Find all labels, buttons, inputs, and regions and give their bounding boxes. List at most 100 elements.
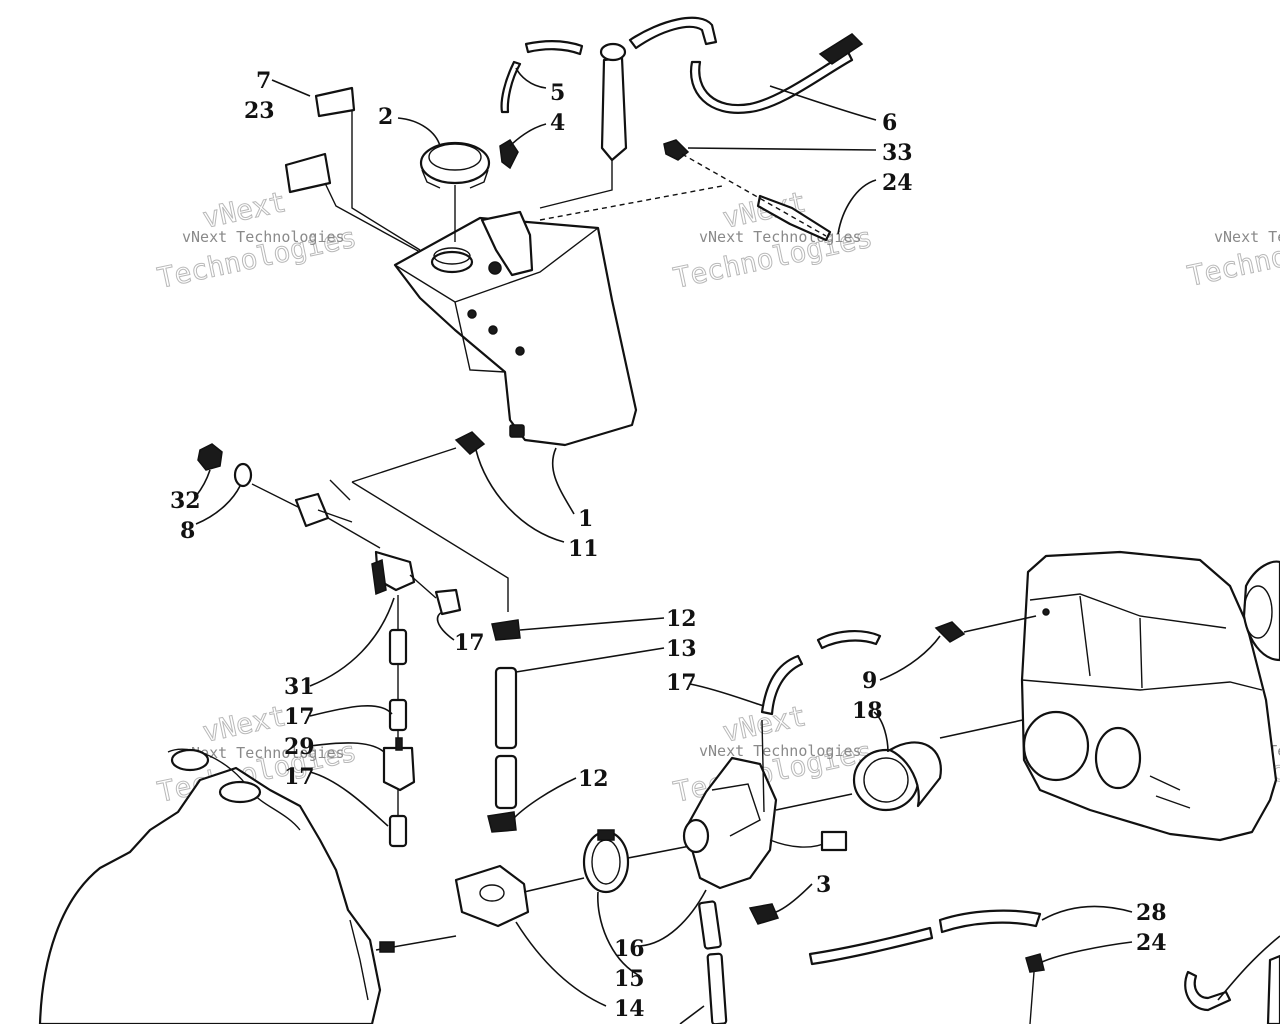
filler-neck bbox=[430, 250, 474, 274]
hose-6-top bbox=[628, 16, 718, 50]
hose-6-connector bbox=[818, 33, 864, 65]
callout-6: 6 bbox=[882, 110, 897, 136]
mount-line bbox=[539, 185, 723, 221]
callout-labels: 7 23 2 5 4 6 33 24 1 11 32 8 17 12 13 17… bbox=[170, 68, 1167, 1022]
tank-fitting bbox=[488, 261, 502, 275]
watermark-text: vNext Technologies bbox=[182, 228, 345, 246]
filter-nipple bbox=[395, 737, 403, 751]
oil-tank-assembly bbox=[284, 16, 864, 447]
watermark-big: vNext bbox=[200, 699, 289, 749]
leader-18 bbox=[873, 711, 889, 753]
hose-31 bbox=[388, 628, 408, 666]
callout-17-mid: 17 bbox=[284, 704, 315, 730]
part-edge-right bbox=[1266, 954, 1280, 1024]
hose-17-lower bbox=[388, 814, 408, 848]
leader-3 bbox=[775, 883, 813, 913]
leader-17-valve bbox=[436, 611, 455, 641]
tank-front-edge bbox=[454, 301, 506, 373]
callout-8: 8 bbox=[180, 518, 195, 544]
callout-1: 1 bbox=[578, 506, 593, 532]
callout-14: 14 bbox=[614, 996, 645, 1022]
leader-32 bbox=[195, 469, 211, 497]
fitting-axis bbox=[251, 483, 301, 509]
hose-17-carb-upper bbox=[816, 629, 882, 650]
hose-17-mid bbox=[388, 698, 408, 732]
leader-12-bottom bbox=[513, 777, 577, 819]
mount-line bbox=[681, 153, 827, 237]
callout-15: 15 bbox=[614, 966, 645, 992]
tank-bracket bbox=[480, 210, 534, 277]
flange-port bbox=[479, 884, 505, 902]
callout-32: 32 bbox=[170, 488, 201, 514]
leader-13 bbox=[515, 647, 665, 673]
decal-leader-line bbox=[351, 110, 421, 251]
engine-stud bbox=[379, 941, 395, 953]
oil-sight-tube bbox=[600, 56, 628, 162]
decal-upper bbox=[314, 86, 356, 118]
filler-neck-ring bbox=[433, 247, 471, 265]
callout-12-top: 12 bbox=[666, 606, 697, 632]
oil-cap-top bbox=[428, 143, 482, 171]
screw-9-axis bbox=[963, 615, 1037, 633]
leader-24-top bbox=[837, 179, 877, 235]
engine-block bbox=[38, 766, 382, 1024]
fuel-line-assembly bbox=[197, 431, 521, 848]
air-adapter-inner bbox=[863, 757, 909, 803]
silencer-seam bbox=[1021, 679, 1263, 691]
leader-4 bbox=[509, 123, 547, 147]
leader-12-top bbox=[519, 617, 665, 631]
leader-15 bbox=[597, 891, 641, 977]
decal-leader-line bbox=[324, 182, 421, 253]
silencer-port bbox=[1094, 726, 1142, 790]
watermark-text: vNext Technologies bbox=[182, 744, 345, 762]
carb-connector bbox=[820, 830, 848, 852]
leader-14 bbox=[515, 921, 607, 1007]
callout-7: 7 bbox=[256, 68, 271, 94]
intake-axis bbox=[627, 845, 691, 859]
clip-24-axis bbox=[1029, 971, 1035, 1024]
leader-29 bbox=[309, 742, 385, 753]
leader-8 bbox=[195, 485, 241, 525]
leader-9 bbox=[879, 635, 941, 681]
intake-flange-14 bbox=[454, 864, 530, 928]
clamp-15-screw bbox=[597, 829, 615, 841]
air-adapter-body bbox=[888, 741, 942, 808]
callout-28: 28 bbox=[1136, 900, 1167, 926]
hose-16-lower bbox=[706, 952, 728, 1024]
tank-bolt-hole bbox=[488, 325, 498, 335]
leader-24-bottom bbox=[1041, 941, 1133, 963]
leader-31 bbox=[309, 597, 395, 687]
exhaust-cylinder-opening bbox=[1243, 585, 1273, 639]
nut-32 bbox=[197, 443, 223, 471]
hose-28 bbox=[938, 909, 1042, 934]
silencer-ribs bbox=[1079, 595, 1143, 689]
hose-13 bbox=[494, 666, 518, 750]
leader-17-carb bbox=[689, 683, 765, 707]
watermark-text: vNext Technologies bbox=[699, 228, 862, 246]
silencer-top-edge bbox=[1029, 593, 1227, 629]
callout-3: 3 bbox=[816, 872, 831, 898]
leader-16 bbox=[639, 889, 707, 947]
callout-29: 29 bbox=[284, 734, 315, 760]
engine-flange bbox=[349, 919, 369, 1001]
clamp-12-top bbox=[491, 619, 521, 641]
intake-axis bbox=[523, 877, 585, 893]
watermark-text: vNext Technologies bbox=[699, 742, 862, 760]
callout-23: 23 bbox=[244, 98, 275, 124]
clip-24-bottom bbox=[1025, 953, 1045, 973]
callout-9: 9 bbox=[862, 668, 877, 694]
leader-17-lower bbox=[309, 771, 389, 827]
fuel-filter-29 bbox=[382, 746, 416, 792]
carb-axis bbox=[775, 793, 853, 811]
fitting-11 bbox=[454, 431, 486, 455]
callout-31: 31 bbox=[284, 674, 315, 700]
mount-plate bbox=[294, 492, 330, 528]
callout-17-lower: 17 bbox=[284, 764, 315, 790]
clamp-12-bottom bbox=[487, 811, 517, 833]
silencer-axis bbox=[939, 717, 1033, 739]
silencer-screw bbox=[1042, 608, 1050, 616]
air-silencer bbox=[1020, 550, 1278, 842]
plate-lines bbox=[317, 479, 353, 523]
engine-lifting-eye bbox=[170, 748, 210, 772]
hose-17-short bbox=[434, 588, 462, 616]
